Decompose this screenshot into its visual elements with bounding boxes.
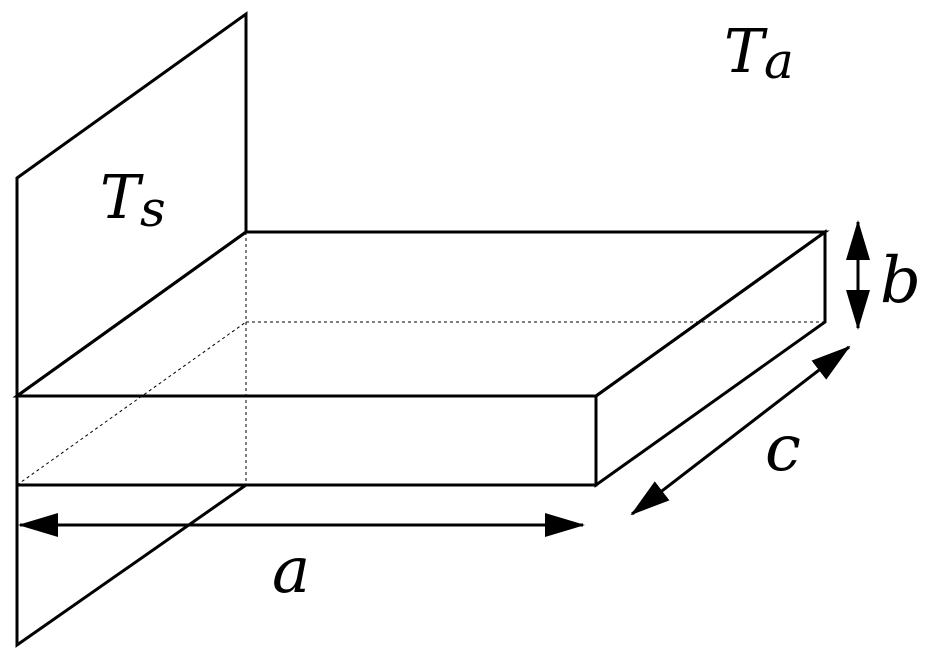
label-ambient-temperature: Ta xyxy=(724,17,794,90)
fin-side-face xyxy=(594,229,827,488)
label-surface-temperature: Ts xyxy=(100,163,166,238)
label-length-a: a xyxy=(272,534,310,608)
label-surface-main: T xyxy=(100,163,144,233)
label-ambient-sub: a xyxy=(764,32,794,90)
fin-front-face xyxy=(15,394,598,487)
label-ambient-main: T xyxy=(724,17,768,87)
label-surface-sub: s xyxy=(140,180,166,238)
fin-top-face xyxy=(12,230,830,398)
label-thickness-b: b xyxy=(880,244,921,318)
dimension-arrow-c xyxy=(630,345,851,516)
hidden-edge-bottom-left xyxy=(16,321,247,486)
wall-lower-edge xyxy=(15,483,247,648)
label-width-c: c xyxy=(765,412,801,486)
